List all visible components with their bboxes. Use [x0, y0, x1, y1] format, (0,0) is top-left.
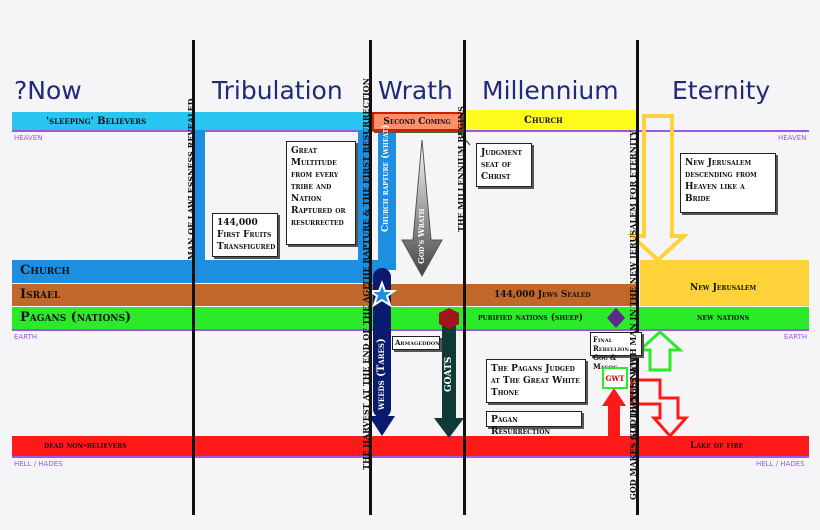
rapture-star-icon: [366, 280, 398, 308]
lake-of-fire-label: Lake of fire: [690, 441, 744, 451]
jews-sealed-label: 144,000 Jews Sealed: [494, 290, 591, 300]
judgment-seat-box: Judgment seat of Christ: [476, 143, 532, 187]
new-jerusalem-label: New Jerusalem: [690, 283, 757, 293]
harvest-text: THE HARVEST AT THE END OF THE AGE: [361, 283, 371, 470]
goats-arrow-shaft: [442, 325, 456, 420]
goats-arrowhead: [434, 418, 464, 438]
final-rebellion-diamond-icon: [607, 308, 625, 328]
pagans-judged-box: The Pagans Judged at The Great White Tho…: [486, 359, 586, 403]
pagans-band: [12, 307, 809, 329]
first-resurrection-text: THE RAPTURE & THE FIRST RESURRECTION: [361, 78, 371, 286]
church-band: [12, 260, 378, 283]
church-rapture-text: Church rapture (wheat): [381, 124, 391, 232]
first-fruits-box: 144,000 First Fruits Transfigured: [212, 213, 278, 257]
heaven-label-right: HEAVEN: [778, 134, 807, 142]
second-coming-box: Second Coming: [372, 112, 462, 131]
era-millennium: Millennium: [482, 76, 619, 105]
weeds-text: weeds (Tares): [376, 338, 387, 410]
pagan-resurrection-shaft: [608, 404, 620, 436]
new-jerusalem-band: [640, 260, 809, 306]
heaven-line: [12, 130, 809, 132]
new-jerusalem-descend-arrow: [626, 114, 690, 263]
new-nations-up-arrow: [636, 329, 684, 372]
hell-label-right: HELL / HADES: [756, 460, 805, 468]
dead-band: [12, 436, 809, 456]
earth-line: [12, 329, 809, 331]
church-rapture-column: [378, 130, 396, 270]
era-eternity: Eternity: [672, 76, 771, 105]
heaven-band: [12, 112, 370, 131]
pagan-resurrection-arrowhead: [602, 388, 626, 406]
new-jerusalem-desc-box: New Jerusalem descending from Heaven lik…: [680, 153, 776, 213]
gods-wrath-arrow: [401, 139, 443, 278]
god-makes-new-text: GOD MAKES ALL THINGS NEW: [628, 357, 638, 500]
earth-label-left: EARTH: [14, 333, 38, 341]
purified-nations-label: purified nations (sheep): [478, 313, 583, 323]
great-multitude-box: Great Multitude from every tribe and Nat…: [286, 141, 356, 245]
armageddon-hexagon-icon: [439, 308, 459, 329]
divider-wrath-millennium: [463, 40, 466, 515]
tribulation-right-column: [358, 130, 370, 260]
armageddon-box: Armageddon: [392, 336, 440, 350]
dead-label: dead non-believers: [44, 441, 127, 451]
era-now: ?Now: [14, 76, 82, 105]
gods-wrath-text: God's Wrath: [416, 208, 426, 264]
earth-label-right: EARTH: [784, 333, 808, 341]
pagans-label: Pagans (nations): [20, 310, 132, 325]
israel-label: Israel: [20, 287, 61, 302]
millennium-begins-text: THE MILLENNIUM BEGINS: [456, 106, 466, 232]
goats-text: GOATS: [444, 356, 454, 392]
hell-line: [12, 456, 809, 458]
gwt-box: GWT: [602, 367, 628, 389]
era-wrath: Wrath: [378, 76, 453, 105]
weeds-arrow-shaft: [373, 268, 391, 418]
divider-tribulation-wrath: [369, 40, 372, 515]
era-tribulation: Tribulation: [212, 76, 343, 105]
lake-of-fire-arrow: [630, 378, 690, 439]
church-label: Church: [20, 263, 70, 278]
weeds-arrowhead: [369, 416, 395, 436]
pagan-resurrection-box: Pagan Resurrection: [486, 411, 582, 437]
tribulation-left-column: [195, 130, 205, 260]
sleeping-believers-label: 'sleeping' Believers: [46, 116, 147, 127]
heaven-label-left: HEAVEN: [14, 134, 43, 142]
church-heaven-band: [466, 110, 638, 131]
divider-millennium-eternity: [636, 40, 639, 515]
divider-now-tribulation: [192, 40, 195, 515]
final-rebellion-box: Final Rebellion Gog & Magog: [590, 332, 642, 371]
hell-label-left: HELL / HADES: [14, 460, 63, 468]
israel-band: [12, 284, 638, 306]
church-top-label: Church: [524, 115, 563, 126]
new-nations-label: new nations: [697, 313, 750, 323]
man-of-lawlessness-text: MAN OF LAWLESSNESS REVEALED: [186, 98, 196, 260]
